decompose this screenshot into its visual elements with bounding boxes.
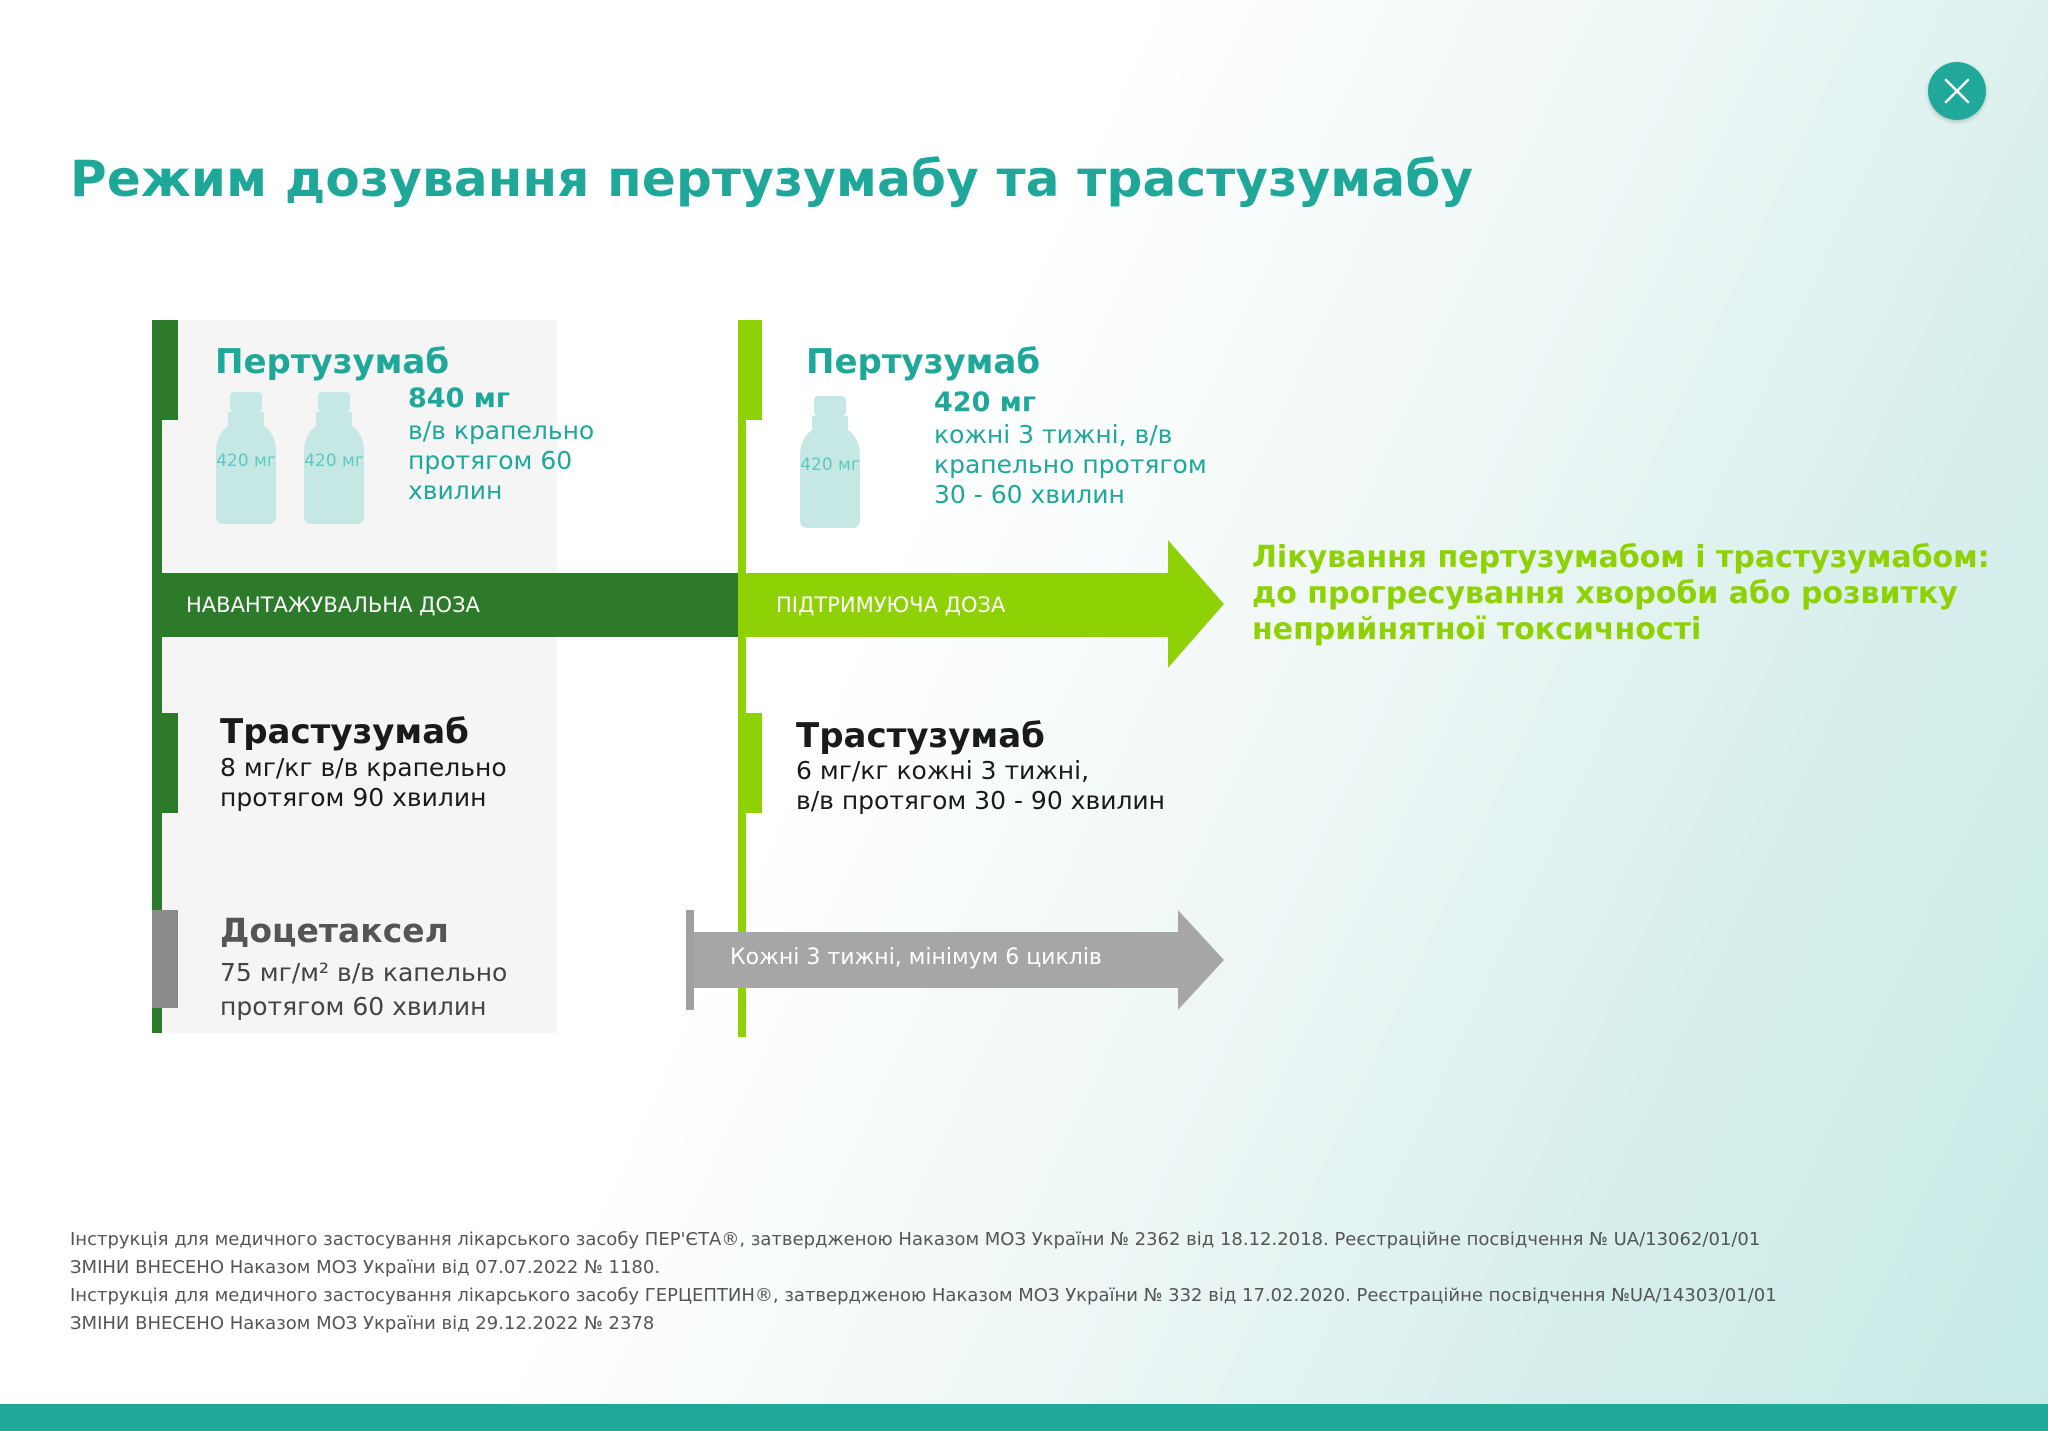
close-button[interactable] — [1928, 62, 1986, 120]
desc-line: 6 мг/кг кожні 3 тижні, — [796, 756, 1090, 785]
page-title: Режим дозування пертузумабу та трастузум… — [70, 150, 1474, 208]
vial-icon: 420 мг — [800, 396, 860, 528]
trastuzumab-loading-desc: 8 мг/кг в/в крапельно протягом 90 хвилин — [220, 753, 507, 813]
desc-line: в/в протягом 30 - 90 хвилин — [796, 786, 1166, 815]
desc-line: крапельно протягом — [934, 450, 1207, 479]
reference-line: ЗМІНИ ВНЕСЕНО Наказом МОЗ України від 07… — [70, 1257, 661, 1278]
desc-line: 30 - 60 хвилин — [934, 480, 1125, 509]
vial-icon: 420 мг — [216, 392, 276, 524]
close-icon — [1944, 78, 1970, 104]
trastuzumab-maintenance-name: Трастузумаб — [796, 716, 1045, 756]
trastuzumab-maintenance-tab — [744, 713, 762, 813]
loading-dose-band: НАВАНТАЖУВАЛЬНА ДОЗА — [160, 573, 738, 637]
docetaxel-cycle-arrow — [686, 910, 1224, 1010]
pertuzumab-loading-desc: в/в крапельно протягом 60 хвилин — [408, 416, 594, 506]
reference-line: ЗМІНИ ВНЕСЕНО Наказом МОЗ України від 29… — [70, 1313, 655, 1334]
outcome-line: Лікування пертузумабом і трастузумабом: — [1252, 540, 1990, 575]
trastuzumab-loading-name: Трастузумаб — [220, 712, 469, 752]
vial-label: 420 мг — [800, 455, 860, 475]
desc-line: хвилин — [408, 476, 503, 505]
reference-line: Інструкція для медичного застосування лі… — [70, 1229, 1761, 1250]
vial-icon: 420 мг — [304, 392, 364, 524]
references: Інструкція для медичного застосування лі… — [70, 1226, 1777, 1338]
pertuzumab-maintenance-dose: 420 мг — [934, 387, 1036, 418]
maintenance-dose-band: ПІДТРИМУЮЧА ДОЗА — [738, 573, 1172, 637]
vial-label: 420 мг — [304, 451, 364, 471]
outcome-line: до прогресування хвороби або розвитку — [1252, 576, 1958, 611]
maintenance-dose-bar — [738, 320, 746, 1037]
maintenance-arrow-head — [1168, 540, 1224, 668]
pertuzumab-loading-name: Пертузумаб — [215, 342, 450, 382]
pertuzumab-maintenance-desc: кожні 3 тижні, в/в крапельно протягом 30… — [934, 420, 1207, 510]
desc-line: в/в крапельно — [408, 416, 595, 445]
docetaxel-tab — [152, 910, 178, 1008]
treatment-outcome: Лікування пертузумабом і трастузумабом: … — [1252, 540, 2012, 648]
footer-bar — [0, 1404, 2048, 1431]
docetaxel-name: Доцетаксел — [220, 911, 449, 950]
pertuzumab-loading-dose: 840 мг — [408, 383, 510, 414]
desc-line: протягом 90 хвилин — [220, 783, 487, 812]
outcome-line: неприйнятної токсичності — [1252, 612, 1702, 647]
desc-line: 8 мг/кг в/в крапельно — [220, 753, 507, 782]
vial-label: 420 мг — [216, 451, 276, 471]
docetaxel-desc: 75 мг/м² в/в капельно протягом 60 хвилин — [220, 956, 507, 1024]
desc-line: протягом 60 хвилин — [220, 992, 487, 1021]
pertuzumab-maintenance-tab — [744, 320, 762, 420]
trastuzumab-loading-tab — [160, 713, 178, 813]
trastuzumab-maintenance-desc: 6 мг/кг кожні 3 тижні, в/в протягом 30 -… — [796, 756, 1165, 816]
desc-line: 75 мг/м² в/в капельно — [220, 958, 508, 987]
pertuzumab-maintenance-name: Пертузумаб — [806, 342, 1041, 382]
docetaxel-cycle-label: Кожні 3 тижні, мінімум 6 циклів — [730, 945, 1102, 970]
loading-dose-bar — [152, 320, 162, 1033]
pertuzumab-loading-tab — [160, 320, 178, 420]
reference-line: Інструкція для медичного застосування лі… — [70, 1285, 1777, 1306]
desc-line: кожні 3 тижні, в/в — [934, 420, 1173, 449]
desc-line: протягом 60 — [408, 446, 573, 475]
